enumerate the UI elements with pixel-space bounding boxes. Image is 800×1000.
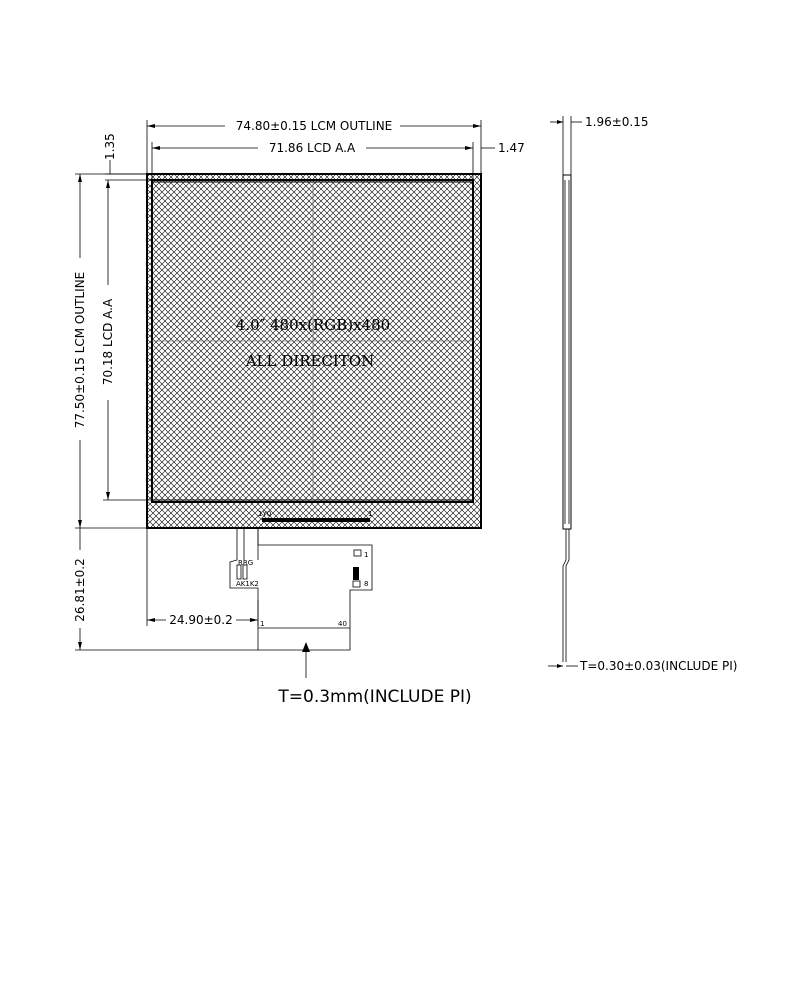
- pad-label-left: 1Y0: [258, 510, 271, 518]
- fpc-component: [242, 564, 248, 580]
- dim-side-fpc-thickness: T=0.30±0.03(INCLUDE PI): [579, 659, 737, 673]
- fpc-component: [352, 580, 361, 588]
- dim-width-aa: 71.86 LCD A.A: [269, 141, 356, 155]
- pad-label-right: 1: [368, 510, 372, 518]
- dim-side-thickness: 1.96±0.15: [585, 115, 649, 129]
- fpc-component: [236, 564, 242, 580]
- panel-title: 4.0″ 480x(RGB)x480: [236, 316, 390, 334]
- dim-right-gap: 1.47: [498, 141, 525, 155]
- part-label-2: RRG: [238, 559, 253, 567]
- fpc-outline: [229, 528, 373, 651]
- side-panel-body: [562, 174, 572, 530]
- dim-fpc-offset: 24.90±0.2: [169, 613, 233, 627]
- dimensions: 74.80±0.15 LCM OUTLINE 71.86 LCD A.A 1.4…: [73, 119, 525, 651]
- fpc-component: [353, 549, 362, 557]
- dim-height-aa: 70.18 LCD A.A: [101, 298, 115, 385]
- side-view: 1.96±0.15 T=0.30±0.03(INCLUDE PI): [548, 115, 737, 673]
- fpc-thickness-note: T=0.3mm(INCLUDE PI): [277, 687, 471, 707]
- pin-last-label: 40: [338, 620, 347, 628]
- pin-first-label: 1: [260, 620, 264, 628]
- front-view: 4.0″ 480x(RGB)x480 ALL DIRECITON 1Y0 1: [146, 173, 482, 529]
- dim-top-gap: 1.35: [103, 133, 117, 160]
- outline-frame-hatch: [147, 174, 481, 528]
- panel-subtitle: ALL DIRECITON: [245, 352, 375, 370]
- dim-width-outline: 74.80±0.15 LCM OUTLINE: [236, 119, 393, 133]
- fpc-tail: 1 8 AK1K2 RRG 1 40 T=0.3mm(INCLUDE PI): [229, 528, 472, 707]
- dim-fpc-length: 26.81±0.2: [73, 558, 87, 622]
- fpc-bond-pads: [262, 518, 370, 522]
- connector-first-label: 1: [364, 551, 368, 559]
- dim-height-outline: 77.50±0.15 LCM OUTLINE: [73, 272, 87, 429]
- fpc-connector-block: [353, 567, 359, 580]
- side-fpc: [562, 529, 567, 662]
- lcm-outline: [146, 173, 482, 529]
- connector-last-label: 8: [364, 580, 368, 588]
- part-label-1: AK1K2: [236, 580, 259, 588]
